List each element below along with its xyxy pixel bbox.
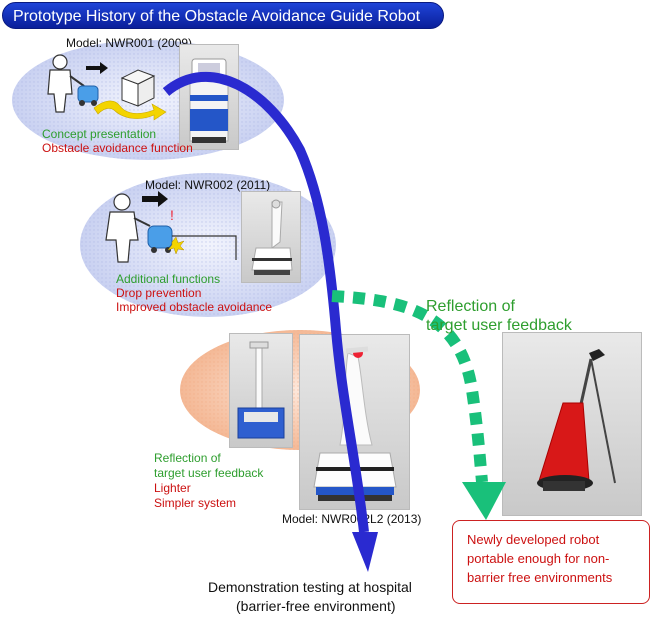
feedback-label-line2: target user feedback <box>426 317 572 334</box>
feature-red-nwr002-0: Drop prevention <box>116 286 202 300</box>
feature-green-nwr001-0: Concept presentation <box>42 127 157 141</box>
model-label-nwr001: Model: NWR001 (2009) <box>66 36 193 50</box>
newly-developed-box: Newly developed robot portable enough fo… <box>452 520 650 604</box>
newly-line2: portable enough for non- <box>467 551 610 566</box>
robot-photo-nwr001 <box>179 44 239 150</box>
feature-green-nwr002l2-0: Reflection of <box>154 451 221 465</box>
robot-photo-nwr002 <box>241 191 301 283</box>
destination-line2: (barrier-free environment) <box>236 598 396 614</box>
svg-text:!: ! <box>170 207 174 223</box>
newly-line1: Newly developed robot <box>467 532 600 547</box>
feature-green-nwr002-0: Additional functions <box>116 272 221 286</box>
concept-illustration-1 <box>47 54 167 121</box>
feature-green-nwr002l2-1: target user feedback <box>154 466 264 480</box>
robot-photo-prototype-l2 <box>229 333 293 448</box>
feature-red-nwr002-1: Improved obstacle avoidance <box>116 300 273 314</box>
robot-photo-nwr002l2 <box>299 334 410 510</box>
concept-illustration-2: ! <box>105 191 237 263</box>
newly-line3: barrier free environments <box>467 570 613 585</box>
feedback-label-line1: Reflection of <box>426 298 515 315</box>
feature-red-nwr002l2-0: Lighter <box>154 481 191 495</box>
feature-red-nwr001-0: Obstacle avoidance function <box>42 141 193 155</box>
model-label-nwr002l2: Model: NWR002L2 (2013) <box>282 512 422 526</box>
robot-photo-new <box>502 332 642 516</box>
page-title: Prototype History of the Obstacle Avoida… <box>2 2 444 29</box>
destination-line1: Demonstration testing at hospital <box>208 579 412 595</box>
feature-red-nwr002l2-1: Simpler system <box>154 496 237 510</box>
